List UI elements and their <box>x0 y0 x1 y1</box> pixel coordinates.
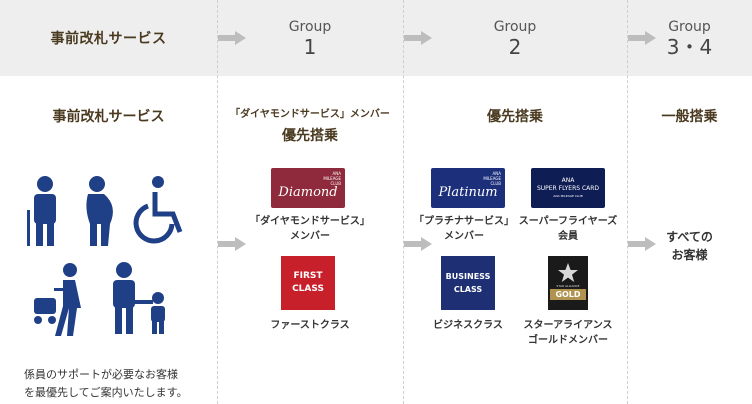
column-divider <box>403 0 404 404</box>
col1-title: 事前改札サービス <box>52 109 165 125</box>
elderly-person-icon <box>27 176 56 246</box>
col2-subtitle: 「ダイヤモンドサービス」メンバー <box>230 109 390 120</box>
column-divider <box>217 0 218 404</box>
col4-all-passengers: すべての お客様 <box>627 228 752 264</box>
col1-description-line2: を最優先してご案内いたします。 <box>24 386 188 399</box>
star-alliance-gold-card: STAR ALLIANCE GOLD <box>548 256 588 310</box>
header-group2-label: Group <box>493 18 537 35</box>
arrow-right-icon <box>628 31 656 45</box>
header-group1-number: 1 <box>303 34 317 59</box>
col3-title: 優先搭乗 <box>487 109 543 125</box>
col4-all-line1: すべての <box>666 230 713 244</box>
diamond-card-brand-bottom: CLUB <box>330 181 342 186</box>
business-class-card: BUSINESS CLASS <box>441 256 495 310</box>
diamond-card-script: Diamond <box>278 184 338 200</box>
arrow-right-icon <box>628 237 656 251</box>
header-group34-number: 3・4 <box>666 34 713 59</box>
platinum-card-brand-bottom: CLUB <box>490 181 502 186</box>
header-group2: Group 2 <box>403 0 627 76</box>
business-class-label: ビジネスクラス <box>433 320 503 331</box>
col4-title: 一般搭乗 <box>661 109 718 125</box>
platinum-card-script: Platinum <box>438 184 498 200</box>
header-col1-title: 事前改札サービス <box>50 31 167 47</box>
star-card-line2: GOLD <box>550 289 586 300</box>
arrow-right-icon <box>218 237 246 251</box>
platinum-label-line1: 「プラチナサービス」 <box>414 216 514 227</box>
header-col1: 事前改札サービス <box>0 0 217 76</box>
diamond-label-line1: 「ダイヤモンドサービス」 <box>250 216 370 227</box>
adult-with-child-icon <box>113 262 165 334</box>
arrow-right-icon <box>404 237 432 251</box>
sfc-card-line3: ANA MILEAGE CLUB <box>553 194 583 198</box>
diamond-label-line2: メンバー <box>290 231 330 242</box>
platinum-card-brand-mid: MILEAGE <box>483 176 501 181</box>
first-class-label: ファーストクラス <box>270 320 350 331</box>
header-group1-label: Group <box>288 18 332 35</box>
diamond-label: 「ダイヤモンドサービス」 メンバー <box>217 214 403 244</box>
first-class-card-line2: CLASS <box>292 284 324 294</box>
sfc-card-line2: SUPER FLYERS CARD <box>536 185 600 192</box>
header-group34: Group 3・4 <box>627 0 752 76</box>
diamond-card-brand-mid: MILEAGE <box>323 176 341 181</box>
col2-title: 優先搭乗 <box>282 128 338 144</box>
header-group2-number: 2 <box>508 34 522 59</box>
accessibility-icons <box>27 176 183 336</box>
star-alliance-label-line1: スターアライアンス <box>523 320 613 331</box>
star-alliance-label: スターアライアンス ゴールドメンバー <box>515 318 621 348</box>
wheelchair-icon <box>133 176 183 244</box>
star-alliance-logo-icon <box>558 263 578 282</box>
first-class-card: FIRST CLASS <box>281 256 335 310</box>
super-flyers-card: ANA SUPER FLYERS CARD ANA MILEAGE CLUB <box>531 168 605 208</box>
stroller-person-icon <box>34 263 81 336</box>
platinum-label: 「プラチナサービス」 メンバー <box>403 214 525 244</box>
column-divider <box>627 0 628 404</box>
business-class-card-line1: BUSINESS <box>445 272 491 281</box>
star-alliance-label-line2: ゴールドメンバー <box>528 335 608 346</box>
header-group34-label: Group <box>668 18 711 35</box>
col1-description-line1: 係員のサポートが必要なお客様 <box>24 368 178 381</box>
diamond-card-brand-top: ANA <box>332 171 341 176</box>
header-band <box>0 0 752 76</box>
platinum-label-line2: メンバー <box>444 231 484 242</box>
arrow-right-icon <box>404 31 432 45</box>
sfc-label-line1: スーパーフライヤーズ <box>518 216 618 227</box>
business-class-card-line2: CLASS <box>453 285 483 294</box>
sfc-label: スーパーフライヤーズ 会員 <box>515 214 621 244</box>
col4-all-line2: お客様 <box>671 248 708 262</box>
first-class-card-line1: FIRST <box>293 271 323 281</box>
platinum-card: ANA MILEAGE CLUB Platinum <box>431 168 505 208</box>
header-group1: Group 1 <box>217 0 403 76</box>
pregnant-woman-icon <box>86 176 113 246</box>
platinum-card-brand-top: ANA <box>492 171 501 176</box>
arrow-right-icon <box>218 31 246 45</box>
sfc-label-line2: 会員 <box>558 231 578 242</box>
star-card-line1: STAR ALLIANCE <box>556 284 580 288</box>
diamond-card: ANA MILEAGE CLUB Diamond <box>271 168 345 208</box>
sfc-card-line1: ANA <box>561 177 575 184</box>
